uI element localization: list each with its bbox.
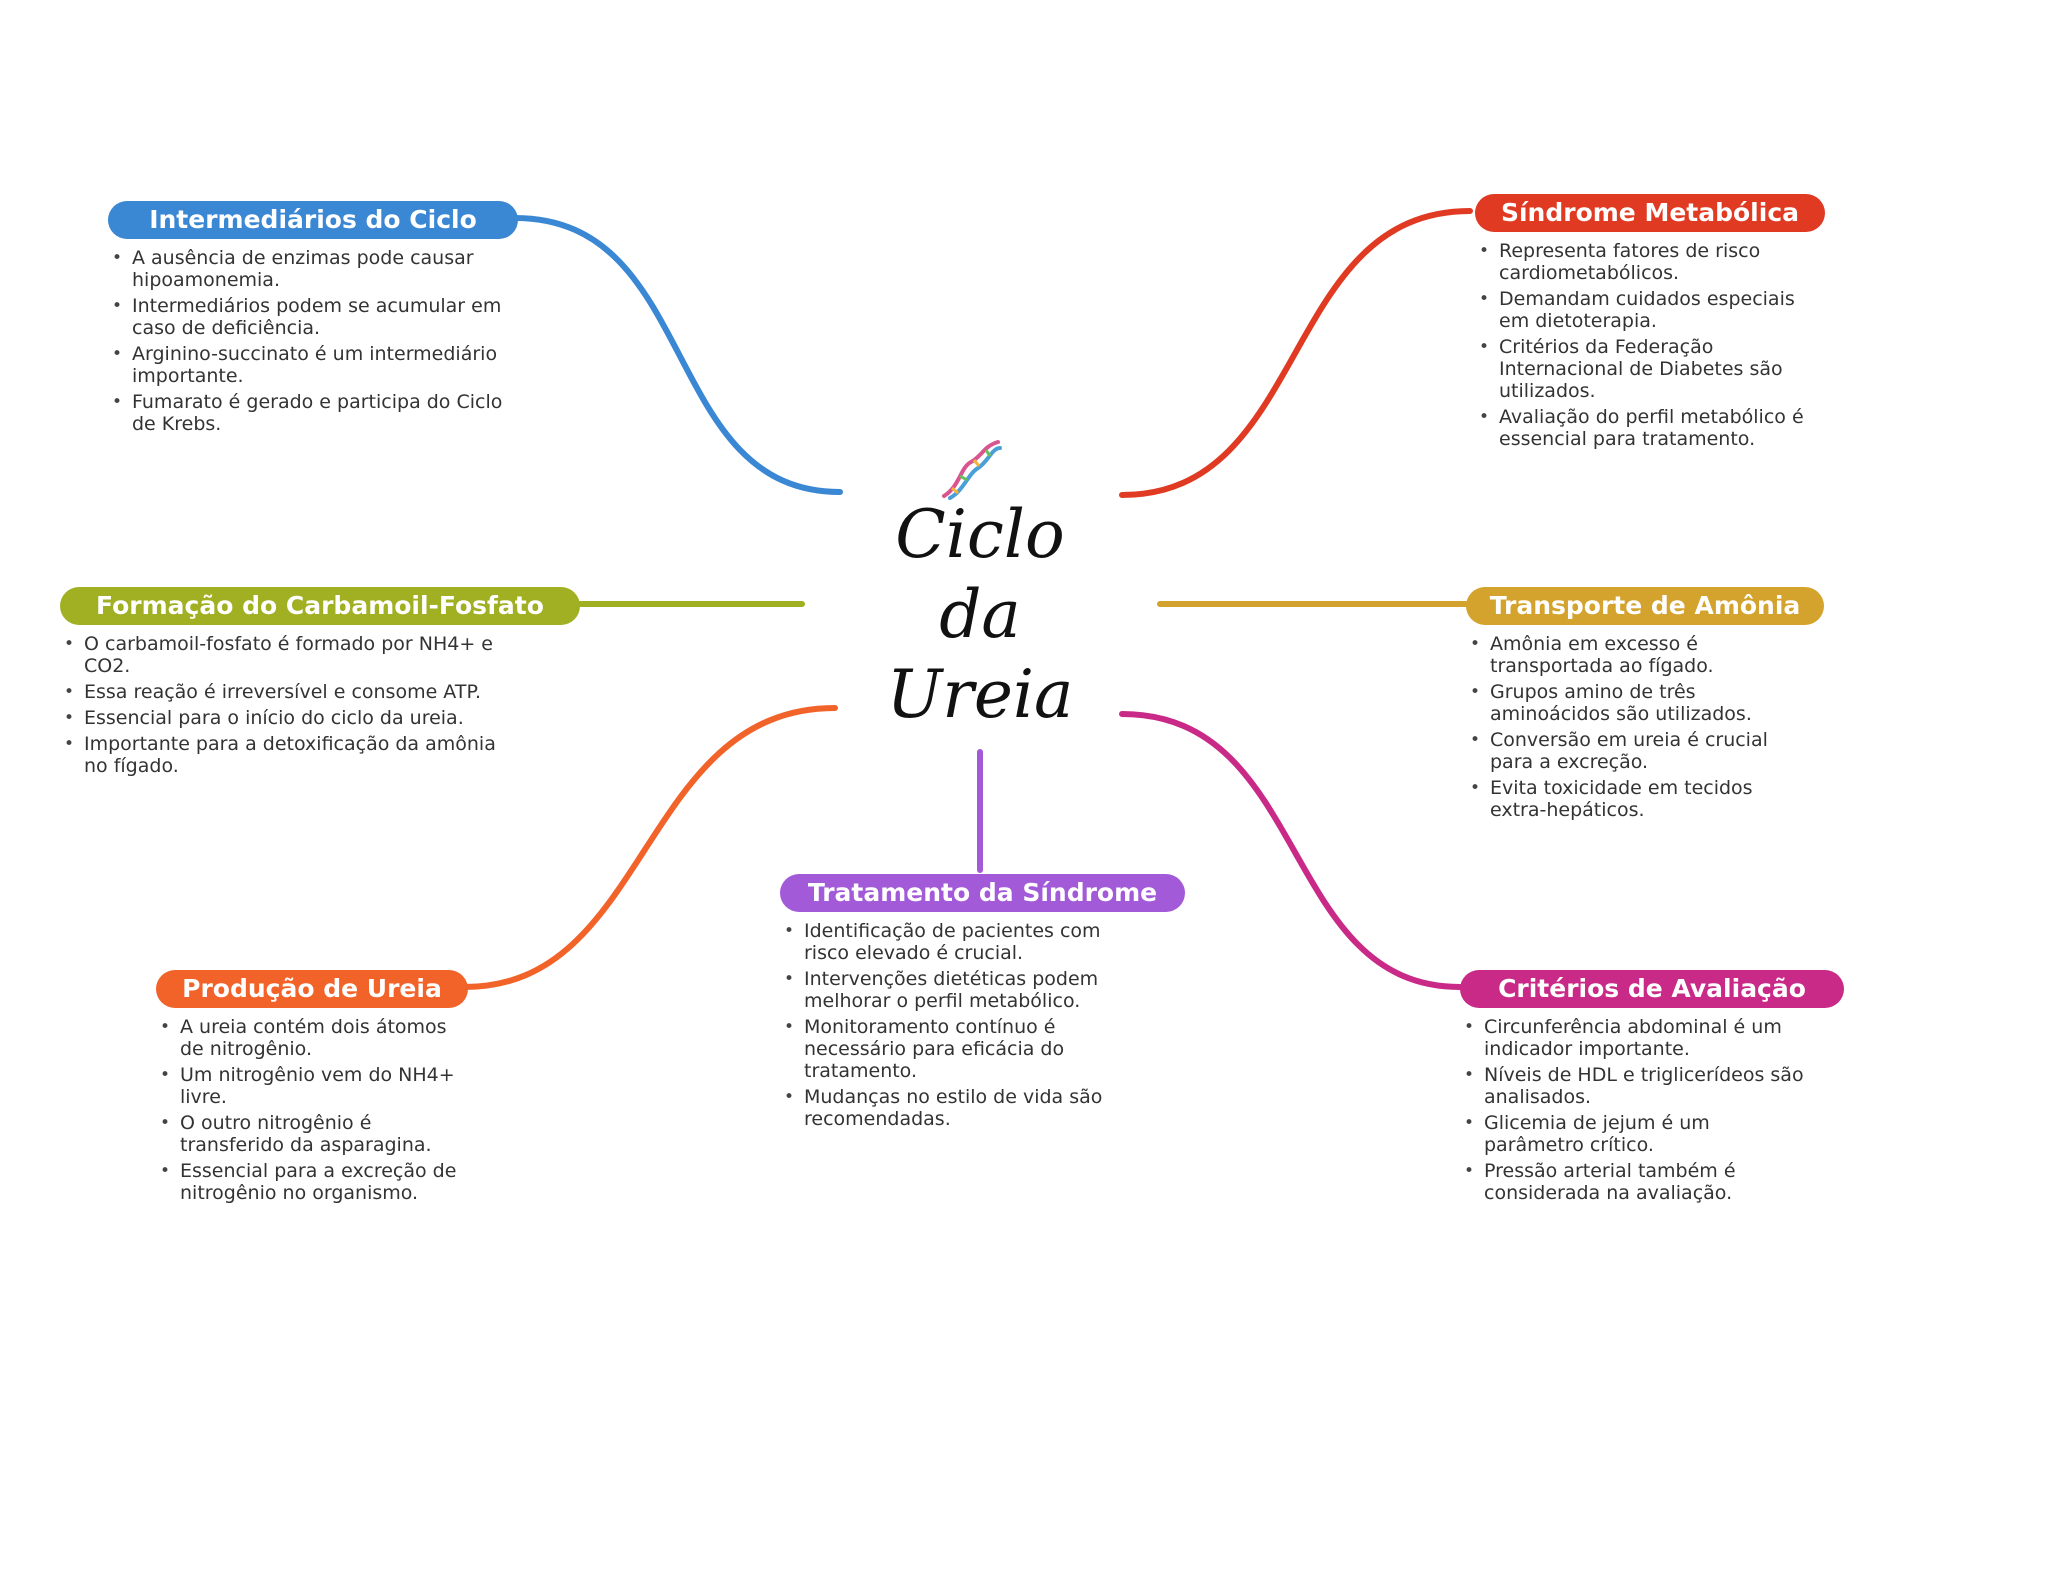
branch-title-sindrome[interactable]: Síndrome Metabólica xyxy=(1475,194,1825,232)
list-item: Um nitrogênio vem do NH4+ livre. xyxy=(156,1064,476,1108)
list-item: Importante para a detoxificação da amôni… xyxy=(60,733,500,777)
list-item: A ureia contém dois átomos de nitrogênio… xyxy=(156,1016,476,1060)
list-item: A ausência de enzimas pode causar hipoam… xyxy=(108,247,508,291)
bullet-list-sindrome: Representa fatores de risco cardiometabó… xyxy=(1475,240,1825,450)
connector-criterios xyxy=(1119,711,1463,990)
list-item: Conversão em ureia é crucial para a excr… xyxy=(1466,729,1806,773)
list-item: Essa reação é irreversível e consome ATP… xyxy=(60,681,500,703)
branch-title-carbamoil[interactable]: Formação do Carbamoil-Fosfato xyxy=(60,587,580,625)
list-item: Representa fatores de risco cardiometabó… xyxy=(1475,240,1825,284)
branch-transporte: Transporte de Amônia Amônia em excesso é… xyxy=(1466,587,1824,825)
bullet-list-tratamento: Identificação de pacientes com risco ele… xyxy=(780,920,1150,1130)
dna-icon xyxy=(942,440,1002,500)
list-item: Intervenções dietéticas podem melhorar o… xyxy=(780,968,1150,1012)
branch-tratamento: Tratamento da Síndrome Identificação de … xyxy=(780,874,1185,1134)
branch-title-criterios[interactable]: Critérios de Avaliação xyxy=(1460,970,1844,1008)
branch-title-intermediarios[interactable]: Intermediários do Ciclo xyxy=(108,201,518,239)
list-item: Mudanças no estilo de vida são recomenda… xyxy=(780,1086,1150,1130)
connector-producao xyxy=(462,705,838,990)
branch-title-producao[interactable]: Produção de Ureia xyxy=(156,970,468,1008)
branch-criterios: Critérios de Avaliação Circunferência ab… xyxy=(1460,970,1844,1208)
connector-intermediarios xyxy=(512,215,843,495)
branch-intermediarios: Intermediários do Ciclo A ausência de en… xyxy=(108,201,518,439)
list-item: Arginino-succinato é um intermediário im… xyxy=(108,343,508,387)
bullet-list-producao: A ureia contém dois átomos de nitrogênio… xyxy=(156,1016,476,1204)
branch-title-transporte[interactable]: Transporte de Amônia xyxy=(1466,587,1824,625)
list-item: Essencial para a excreção de nitrogênio … xyxy=(156,1160,476,1204)
bullet-list-carbamoil: O carbamoil-fosfato é formado por NH4+ e… xyxy=(60,633,500,777)
branch-carbamoil: Formação do Carbamoil-Fosfato O carbamoi… xyxy=(60,587,580,781)
bullet-list-transporte: Amônia em excesso é transportada ao fíga… xyxy=(1466,633,1806,821)
list-item: O outro nitrogênio é transferido da aspa… xyxy=(156,1112,476,1156)
list-item: Glicemia de jejum é um parâmetro crítico… xyxy=(1460,1112,1810,1156)
list-item: Circunferência abdominal é um indicador … xyxy=(1460,1016,1810,1060)
list-item: Identificação de pacientes com risco ele… xyxy=(780,920,1150,964)
list-item: Essencial para o início do ciclo da urei… xyxy=(60,707,500,729)
central-title-line-2: da xyxy=(939,576,1021,653)
list-item: Pressão arterial também é considerada na… xyxy=(1460,1160,1810,1204)
branch-sindrome: Síndrome Metabólica Representa fatores d… xyxy=(1475,194,1825,454)
list-item: Evita toxicidade em tecidos extra-hepáti… xyxy=(1466,777,1806,821)
central-title-line-1: Ciclo xyxy=(895,496,1065,573)
bullet-list-intermediarios: A ausência de enzimas pode causar hipoam… xyxy=(108,247,508,435)
branch-producao: Produção de Ureia A ureia contém dois át… xyxy=(156,970,468,1208)
list-item: Monitoramento contínuo é necessário para… xyxy=(780,1016,1150,1082)
branch-title-tratamento[interactable]: Tratamento da Síndrome xyxy=(780,874,1185,912)
central-title-line-3: Ureia xyxy=(886,656,1074,733)
bullet-list-criterios: Circunferência abdominal é um indicador … xyxy=(1460,1016,1810,1204)
list-item: O carbamoil-fosfato é formado por NH4+ e… xyxy=(60,633,500,677)
list-item: Fumarato é gerado e participa do Ciclo d… xyxy=(108,391,508,435)
list-item: Intermediários podem se acumular em caso… xyxy=(108,295,508,339)
list-item: Avaliação do perfil metabólico é essenci… xyxy=(1475,406,1825,450)
list-item: Critérios da Federação Internacional de … xyxy=(1475,336,1825,402)
list-item: Grupos amino de três aminoácidos são uti… xyxy=(1466,681,1806,725)
list-item: Níveis de HDL e triglicerídeos são anali… xyxy=(1460,1064,1810,1108)
list-item: Amônia em excesso é transportada ao fíga… xyxy=(1466,633,1806,677)
central-topic: Ciclo da Ureia xyxy=(830,495,1130,735)
connector-sindrome xyxy=(1119,208,1473,498)
list-item: Demandam cuidados especiais em dietotera… xyxy=(1475,288,1825,332)
